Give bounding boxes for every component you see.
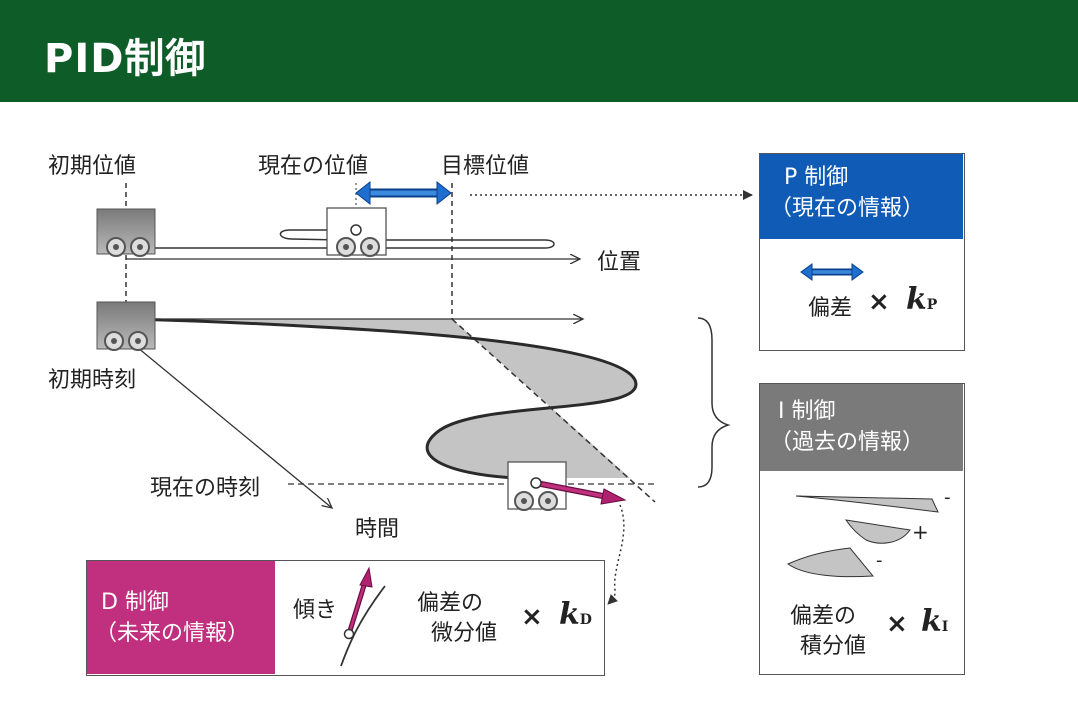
i-integral-shapes xyxy=(786,495,939,578)
p-term: 偏差 xyxy=(808,296,853,321)
i-times: × xyxy=(886,609,908,639)
d-times: × xyxy=(521,602,543,632)
i-control-panel: I 制御 （過去の情報） - + - 偏差の 積分値 × kI xyxy=(759,383,965,675)
initial-time-label: 初期時刻 xyxy=(48,368,137,393)
i-control-title: I 制御 xyxy=(778,399,836,424)
current-time-label: 現在の時刻 xyxy=(150,476,261,501)
p-deviation-icon xyxy=(800,263,864,281)
initial-position-label: 初期位値 xyxy=(48,154,137,179)
d-control-subtitle: （未来の情報） xyxy=(95,621,250,646)
i-control-header: I 制御 （過去の情報） xyxy=(760,384,963,471)
i-gain-sub: I xyxy=(941,619,949,635)
curly-brace xyxy=(697,317,731,488)
i-gain: kI xyxy=(921,604,948,639)
i-sign-minus-1: - xyxy=(944,487,951,508)
d-control-header: D 制御 （未来の情報） xyxy=(87,561,275,674)
d-gain-sub: D xyxy=(579,612,592,628)
i-gain-k: k xyxy=(921,604,942,639)
p-times: × xyxy=(868,287,890,317)
p-control-header: P 制御 （現在の情報） xyxy=(760,154,963,239)
i-sign-plus: + xyxy=(912,520,929,544)
d-link-arrow xyxy=(607,504,625,605)
time-axis xyxy=(125,337,332,508)
trajectory-curve xyxy=(127,317,638,480)
p-gain-k: k xyxy=(906,282,927,317)
i-term-line2: 積分値 xyxy=(800,634,867,659)
current-position-label: 現在の位値 xyxy=(258,154,369,179)
d-slope-label: 傾き xyxy=(293,598,338,623)
target-line-diagonal xyxy=(451,318,656,503)
cart-current xyxy=(326,207,387,257)
position-axis-label: 位置 xyxy=(597,250,642,275)
deviation-arrow xyxy=(355,180,452,206)
p-gain: kP xyxy=(906,282,937,317)
d-gain-k: k xyxy=(559,597,580,632)
d-term-line1: 偏差の xyxy=(417,591,484,616)
d-term-line2: 微分値 xyxy=(431,621,498,646)
target-position-label: 目標位値 xyxy=(441,154,530,179)
d-slope-icon xyxy=(340,566,386,667)
tangent-arrow xyxy=(530,477,627,505)
time-axis-label: 時間 xyxy=(355,517,400,542)
i-control-subtitle: （過去の情報） xyxy=(770,430,925,455)
p-control-title: P 制御 xyxy=(784,165,849,190)
p-control-panel: P 制御 （現在の情報） 偏差 × kP xyxy=(759,153,965,351)
page-title: PID制御 xyxy=(44,36,207,82)
cart-initial xyxy=(96,208,156,257)
d-control-panel: D 制御 （未来の情報） 傾き 偏差の 微分値 × kD xyxy=(86,560,605,676)
i-sign-minus-2: - xyxy=(876,550,883,571)
d-gain: kD xyxy=(559,597,592,632)
d-control-title: D 制御 xyxy=(101,590,169,615)
i-term-line1: 偏差の xyxy=(790,604,857,629)
header-bar: PID制御 xyxy=(0,0,1078,102)
p-control-subtitle: （現在の情報） xyxy=(770,196,925,221)
p-gain-sub: P xyxy=(926,297,938,313)
error-area xyxy=(128,319,636,478)
cart-initial-time xyxy=(96,301,156,351)
